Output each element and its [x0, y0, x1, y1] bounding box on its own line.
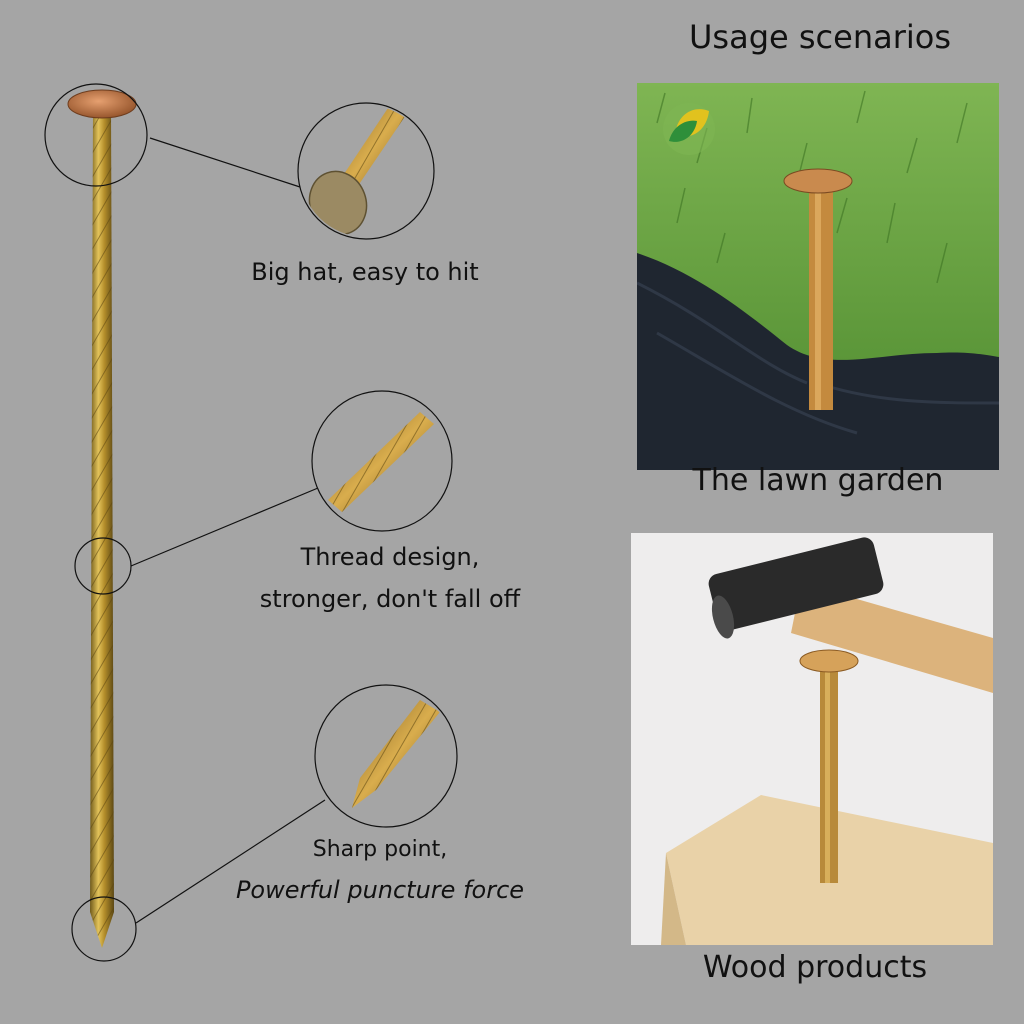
callout-circle-point — [71, 896, 137, 962]
feature-thread-line-2: stronger, don't fall off — [259, 585, 521, 613]
feature-thread-line-1: Thread design, — [300, 543, 480, 571]
leader-line-head — [149, 137, 301, 188]
zoom-circle-thread — [311, 390, 453, 532]
feature-label-point: Sharp point, Powerful puncture force — [220, 830, 540, 910]
nail-shaft — [90, 110, 114, 948]
scenario-photo-wood — [631, 533, 993, 945]
page-title: Usage scenarios — [688, 18, 951, 56]
scenario-caption-wood: Wood products — [702, 950, 928, 985]
feature-point-line-2: Powerful puncture force — [235, 876, 525, 904]
hammer — [708, 537, 993, 693]
zoom-circle-point — [314, 684, 458, 828]
feature-head-line-1: Big hat, easy to hit — [251, 258, 479, 286]
feature-label-thread: Thread design, stronger, don't fall off — [230, 536, 550, 620]
zoom-circle-head — [297, 102, 435, 240]
leader-line-thread — [130, 487, 319, 567]
scenario-caption-lawn: The lawn garden — [692, 463, 944, 498]
logo-leaf-icon — [663, 103, 715, 155]
feature-point-line-1: Sharp point, — [312, 837, 448, 862]
feature-label-head: Big hat, easy to hit — [230, 258, 500, 286]
scenario-photo-lawn — [637, 83, 999, 470]
callout-circle-head — [44, 83, 148, 187]
leader-line-point — [135, 799, 326, 924]
